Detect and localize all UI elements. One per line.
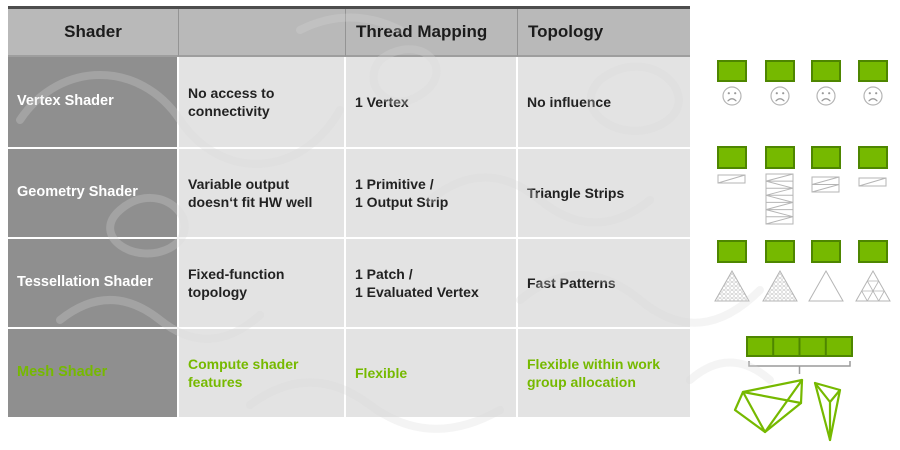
triangle-strip-icon xyxy=(811,176,840,193)
sad-face-icon xyxy=(816,86,836,106)
header-cell-topology: Topology xyxy=(518,9,690,57)
meshlet-wireframe-icon xyxy=(733,378,804,434)
thread-block-icon xyxy=(717,240,747,263)
row-label-tessellation-shader: Tessellation Shader xyxy=(8,239,179,329)
thread-block-icon xyxy=(811,146,841,169)
cell-tessellation-thread-mapping: 1 Patch / 1 Evaluated Vertex xyxy=(346,239,518,329)
row-label-mesh-shader: Mesh Shader xyxy=(8,329,179,419)
triangle-strip-icon xyxy=(717,174,746,184)
cell-geometry-topology: Triangle Strips xyxy=(518,149,690,239)
header-cell-notes xyxy=(179,9,346,57)
thread-block-icon xyxy=(858,146,888,169)
triangle-strip-icon xyxy=(765,173,794,225)
sad-face-icon xyxy=(863,86,883,106)
tessellated-triangle-icon xyxy=(762,269,798,302)
tessellated-triangle-icon xyxy=(714,269,750,302)
sad-face-icon xyxy=(722,86,742,106)
row-label-geometry-shader: Geometry Shader xyxy=(8,149,179,239)
thread-block-icon xyxy=(811,240,841,263)
cell-vertex-notes: No access to connectivity xyxy=(179,57,346,149)
cell-mesh-topology: Flexible within work group allocation xyxy=(518,329,690,419)
cell-tessellation-notes: Fixed-function topology xyxy=(179,239,346,329)
thread-block-icon xyxy=(765,240,795,263)
cell-tessellation-topology: Fast Patterns xyxy=(518,239,690,329)
shader-comparison-table: Shader Thread Mapping Topology Vertex Sh… xyxy=(8,6,690,419)
cell-vertex-topology: No influence xyxy=(518,57,690,149)
row-label-vertex-shader: Vertex Shader xyxy=(8,57,179,149)
cell-mesh-thread-mapping: Flexible xyxy=(346,329,518,419)
geometry-shader-illustration xyxy=(717,146,888,225)
mesh-shader-illustration xyxy=(733,336,853,442)
cell-vertex-thread-mapping: 1 Vertex xyxy=(346,57,518,149)
thread-block-icon xyxy=(717,146,747,169)
cell-mesh-notes: Compute shader features xyxy=(179,329,346,419)
subdivided-triangle-icon xyxy=(855,269,891,302)
cell-geometry-thread-mapping: 1 Primitive / 1 Output Strip xyxy=(346,149,518,239)
tessellation-shader-illustration xyxy=(714,240,891,302)
thread-block-icon xyxy=(765,146,795,169)
thread-block-icon xyxy=(717,60,747,82)
brace-icon xyxy=(748,361,851,374)
cell-geometry-notes: Variable output doesn‘t fit HW well xyxy=(179,149,346,239)
meshlet-wireframe-icon xyxy=(813,381,842,442)
thread-block-icon xyxy=(811,60,841,82)
sad-face-icon xyxy=(770,86,790,106)
shader-illustrations xyxy=(714,60,891,442)
plain-triangle-icon xyxy=(808,269,844,302)
triangle-strip-icon xyxy=(858,177,887,187)
work-group-bar xyxy=(746,336,853,357)
header-cell-shader: Shader xyxy=(8,9,179,57)
vertex-shader-illustration xyxy=(717,60,888,106)
thread-block-icon xyxy=(858,240,888,263)
thread-block-icon xyxy=(765,60,795,82)
header-cell-thread-mapping: Thread Mapping xyxy=(346,9,518,57)
thread-block-icon xyxy=(858,60,888,82)
